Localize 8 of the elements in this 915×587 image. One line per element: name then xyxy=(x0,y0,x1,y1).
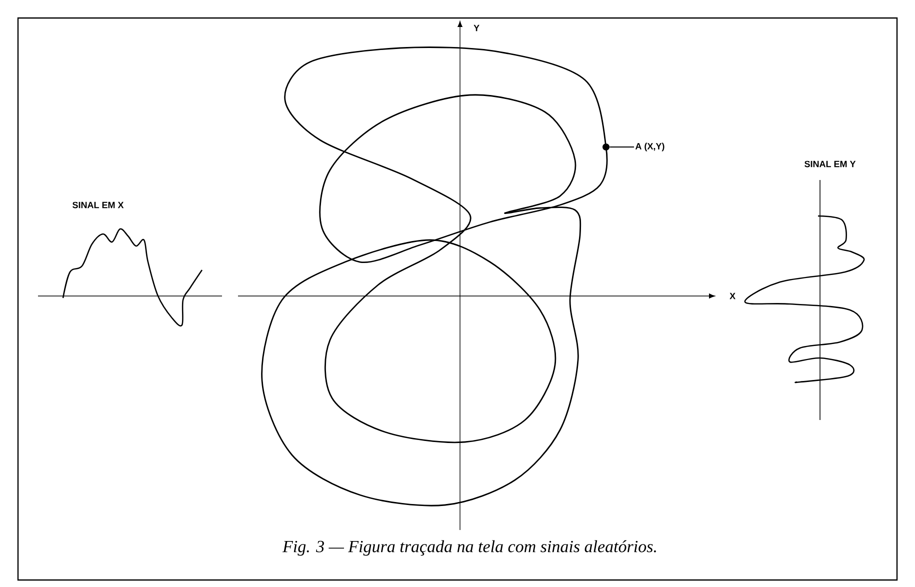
point-label: A (X,Y) xyxy=(635,142,664,152)
leader-line xyxy=(609,146,634,148)
axis-label: Y xyxy=(474,24,480,32)
axis-label: X xyxy=(730,292,736,300)
point-marker xyxy=(602,144,610,150)
axis-label: SINAL EM X xyxy=(72,202,124,208)
caption: Fig. 3 — Figura traçada na tela com sinais aleatórios. xyxy=(282,540,656,556)
axis-label: SINAL EM Y xyxy=(804,160,856,168)
